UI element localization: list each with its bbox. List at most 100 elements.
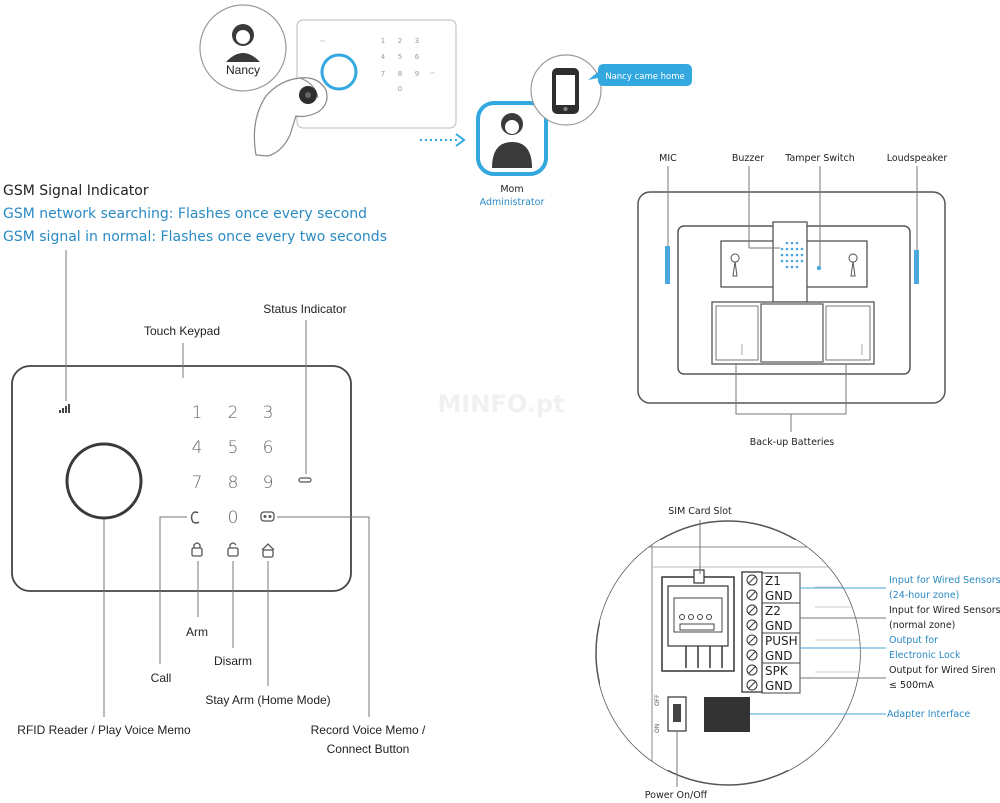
gsm-searching: GSM network searching: Flashes once ever… (3, 206, 367, 222)
gsm-signal-icon (59, 404, 70, 413)
board-leader-lines (676, 520, 886, 787)
gsm-title: GSM Signal Indicator (3, 183, 149, 199)
rfid-reader-ring (65, 442, 143, 520)
lock-line2: Electronic Lock (889, 650, 961, 661)
nancy-label: Nancy (226, 63, 260, 77)
tamper-switch-label: Tamper Switch (784, 153, 855, 164)
back-labels: MIC Buzzer Tamper Switch Loudspeaker Bac… (659, 153, 947, 448)
switch-on-label: ON (654, 724, 661, 733)
panel-leader-lines (65, 250, 370, 717)
svg-text:9: 9 (415, 70, 419, 78)
siren-line2: ≤ 500mA (889, 680, 934, 691)
nancy-person-icon (226, 24, 260, 62)
record-label-line1: Record Voice Memo / (311, 723, 426, 737)
mini-keypad: 1 2 3 4 5 6 7 8 9 0 (381, 37, 420, 93)
input-24h-line1: Input for Wired Sensors (889, 575, 1000, 586)
terminal-z2: Z2 (765, 604, 781, 618)
siren-line1: Output for Wired Siren (889, 665, 996, 676)
mic-label: MIC (659, 153, 677, 164)
touch-keypad-label: Touch Keypad (144, 324, 220, 338)
svg-text:5: 5 (398, 53, 402, 61)
sms-bubble (588, 64, 692, 86)
keyhole-right (848, 253, 858, 277)
stay-arm-label: Stay Arm (Home Mode) (205, 693, 330, 707)
mom-person-icon (492, 113, 532, 168)
arm-lock-icon (191, 542, 203, 557)
input-normal-line2: (normal zone) (889, 620, 955, 631)
loudspeaker-label: Loudspeaker (887, 153, 948, 164)
gsm-description: GSM Signal Indicator GSM network searchi… (3, 183, 387, 245)
batteries-label: Back-up Batteries (750, 437, 835, 448)
input-normal-line1: Input for Wired Sensors (889, 605, 1000, 616)
hand-with-rfid-tag (253, 77, 328, 157)
key-6: 6 (263, 438, 274, 458)
svg-text:7: 7 (381, 70, 385, 78)
main-panel-front: 1 2 3 4 5 6 7 8 9 0 (11, 365, 352, 592)
status-indicator-label: Status Indicator (263, 302, 346, 316)
key-2: 2 (228, 403, 239, 423)
mini-panel (296, 19, 457, 129)
buzzer-label: Buzzer (732, 153, 764, 164)
arm-label: Arm (186, 625, 208, 639)
buzzer-grille (780, 241, 804, 269)
back-leader-lines (667, 166, 918, 432)
power-label: Power On/Off (645, 790, 708, 801)
terminal-z1: Z1 (765, 574, 781, 588)
rfid-label: RFID Reader / Play Voice Memo (17, 723, 191, 737)
svg-text:2: 2 (398, 37, 402, 45)
home-lock-icon (261, 543, 275, 558)
center-strap (772, 221, 808, 303)
power-switch: OFF ON (654, 694, 687, 733)
touch-keypad: 1 2 3 4 5 6 7 8 9 0 (192, 403, 274, 528)
back-view (637, 191, 946, 404)
sim-card-holder (661, 569, 735, 672)
key-9: 9 (263, 473, 274, 493)
mini-rfid-ring (320, 53, 358, 91)
call-icon (190, 511, 200, 524)
status-indicator-led (298, 477, 312, 483)
terminal-push: PUSH (765, 634, 798, 648)
terminal-gnd-1: GND (765, 589, 793, 603)
panel-body (11, 365, 352, 592)
watermark: MINFO.pt (438, 390, 565, 418)
call-label: Call (151, 671, 172, 685)
key-0: 0 (228, 508, 239, 528)
mobile-phone-icon (552, 68, 579, 114)
loudspeaker-strip (914, 250, 919, 284)
gsm-normal: GSM signal in normal: Flashes once every… (3, 229, 387, 245)
svg-text:4: 4 (381, 53, 386, 61)
board-labels: SIM Card Slot Power On/Off Input for Wir… (645, 506, 1000, 801)
sim-slot-label: SIM Card Slot (668, 506, 732, 517)
lock-line1: Output for (889, 635, 938, 646)
tamper-switch (816, 265, 822, 271)
nancy-avatar-bubble (199, 4, 287, 92)
disarm-unlock-icon (227, 542, 239, 557)
svg-text:0: 0 (398, 85, 402, 93)
terminal-gnd-3: GND (765, 649, 793, 663)
svg-text:8: 8 (398, 70, 402, 78)
key-4: 4 (192, 438, 203, 458)
input-24h-line2: (24-hour zone) (889, 590, 959, 601)
svg-text:1: 1 (381, 37, 385, 45)
terminal-spk: SPK (765, 664, 789, 678)
key-3: 3 (263, 403, 274, 423)
board-detail: Z1 GND Z2 GND PUSH GND SPK GND OFF ON (595, 520, 861, 786)
keyhole-left (730, 253, 740, 277)
key-1: 1 (192, 403, 203, 423)
disarm-label: Disarm (214, 654, 252, 668)
key-8: 8 (228, 473, 239, 493)
terminal-gnd-4: GND (765, 679, 793, 693)
svg-text:3: 3 (415, 37, 419, 45)
sms-text: Nancy came home (605, 72, 685, 82)
record-voice-icon (260, 511, 275, 522)
svg-text:6: 6 (415, 53, 420, 61)
battery-compartment (711, 301, 875, 365)
mom-label: Mom (500, 184, 523, 195)
key-5: 5 (228, 438, 239, 458)
switch-off-label: OFF (654, 694, 661, 706)
record-label-line2: Connect Button (327, 742, 410, 756)
top-scene: Nancy 1 2 3 4 5 6 7 8 9 0 (199, 4, 692, 208)
terminal-gnd-2: GND (765, 619, 793, 633)
administrator-label: Administrator (480, 197, 545, 208)
